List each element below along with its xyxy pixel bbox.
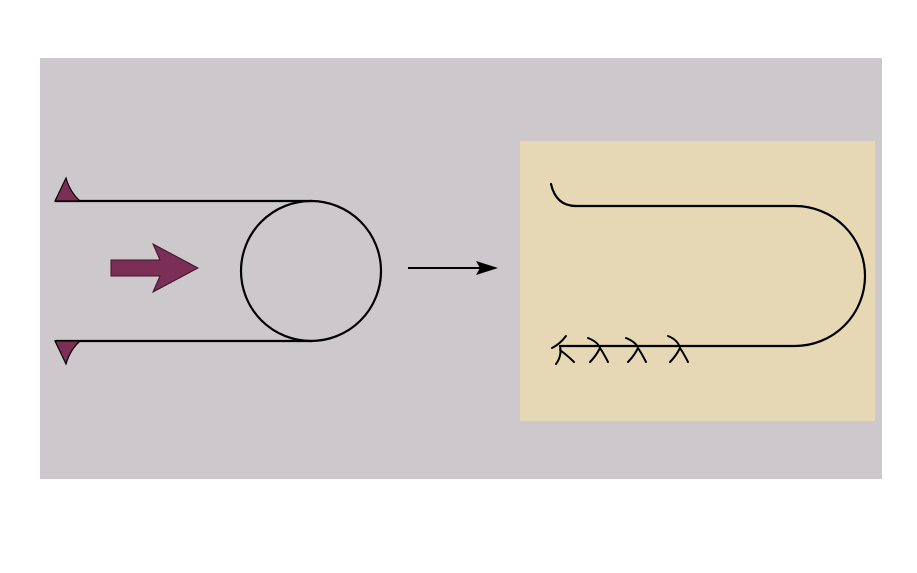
circle [239, 199, 383, 343]
triangle-marker-bottom-icon [54, 340, 82, 366]
result-panel [520, 141, 875, 421]
triangle-marker-top-icon [54, 176, 82, 202]
right-figure [549, 182, 867, 365]
stitch-marks-icon [551, 335, 689, 365]
right-arrow-icon [408, 261, 498, 275]
direction-arrow-icon [110, 242, 200, 294]
u-shaped-line [558, 204, 867, 348]
hook-end-icon [549, 182, 578, 208]
left-figure [55, 199, 383, 343]
